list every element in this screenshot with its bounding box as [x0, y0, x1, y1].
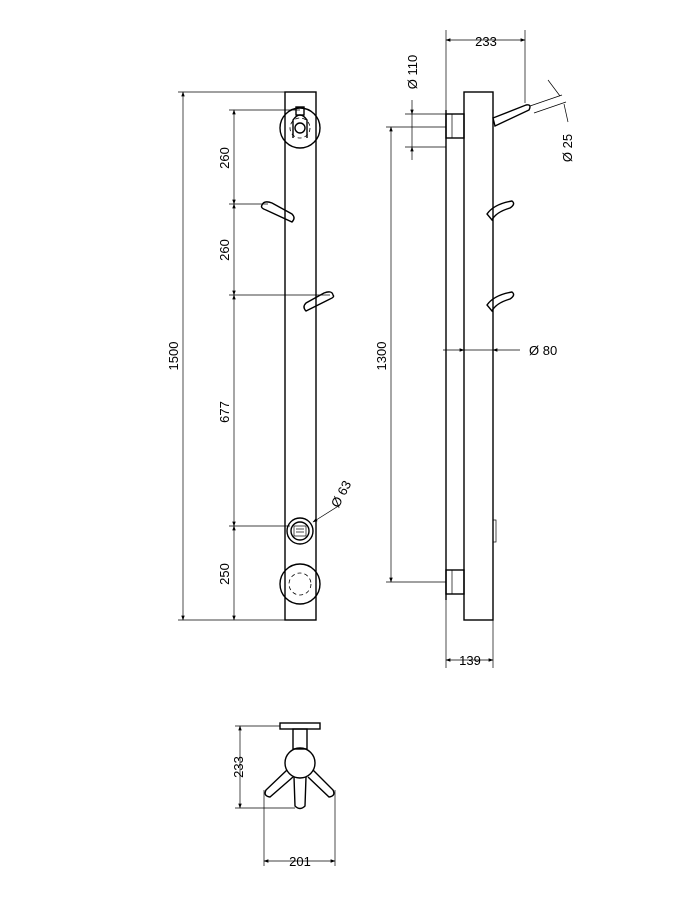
top-hook-center — [293, 776, 307, 810]
front-hook-2 — [303, 291, 335, 312]
dim-233-top: 233 — [231, 756, 246, 778]
dim-diameter-25: Ø 25 — [560, 134, 575, 162]
side-hook-mid — [486, 200, 515, 222]
top-hook-left — [264, 769, 294, 798]
top-bracket — [279, 106, 321, 149]
side-bottom-bracket — [445, 569, 465, 595]
side-tube — [463, 91, 494, 621]
dim-677: 677 — [217, 401, 232, 423]
dim-leader-63 — [312, 504, 341, 523]
side-hook-top — [492, 104, 531, 127]
dim-260-top: 260 — [217, 147, 232, 169]
front-view: 1500 260 260 677 250 Ø 63 — [166, 91, 354, 621]
dim-1300: 1300 — [374, 342, 389, 371]
top-view: 233 201 — [231, 722, 336, 869]
top-tube — [284, 747, 316, 779]
top-hook-right — [307, 769, 335, 798]
side-view: 233 Ø 110 Ø 25 Ø 80 1300 139 — [374, 30, 575, 668]
dim-diameter-63: Ø 63 — [328, 478, 354, 510]
side-top-bracket — [445, 113, 465, 139]
dim-260-mid: 260 — [217, 239, 232, 261]
dim-250: 250 — [217, 563, 232, 585]
top-wall-plate — [279, 722, 321, 730]
dim-201: 201 — [289, 854, 311, 869]
dim-diameter-110: Ø 110 — [405, 55, 420, 89]
bottom-bracket — [279, 563, 321, 605]
thermostat-knob — [286, 517, 314, 545]
dim-1500: 1500 — [166, 342, 181, 371]
dim-diameter-80: Ø 80 — [529, 343, 557, 358]
dim-139: 139 — [459, 653, 481, 668]
side-hook-low — [486, 291, 515, 313]
dim-233-side: 233 — [475, 34, 497, 49]
front-tube — [284, 91, 317, 621]
front-hook-1 — [260, 201, 295, 223]
